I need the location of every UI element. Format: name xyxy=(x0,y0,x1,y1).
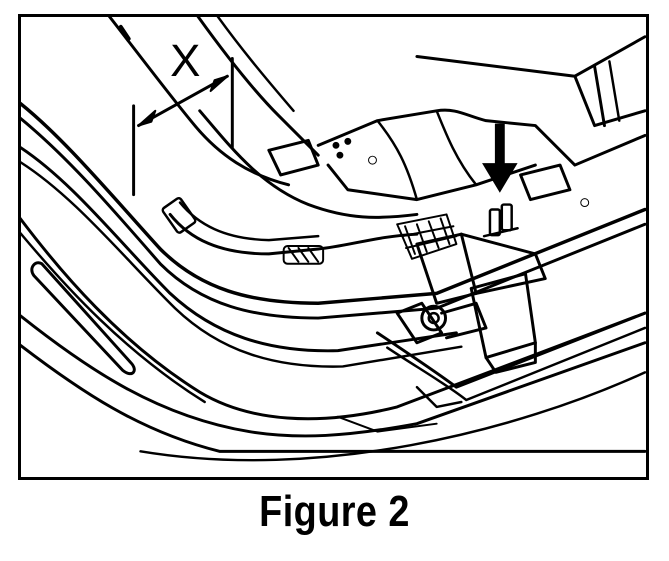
sunroof-corner-drawing: X xyxy=(21,17,646,462)
mount-hole xyxy=(336,151,344,159)
outer-panel-edge xyxy=(21,343,646,453)
roof-bracket-3 xyxy=(376,119,419,201)
lower-rail xyxy=(375,311,646,389)
roof-rib-3 xyxy=(593,64,606,128)
lower-rail-2 xyxy=(386,326,646,402)
glass-edge xyxy=(107,17,291,187)
panel-crease-2 xyxy=(336,415,438,433)
mount-hole xyxy=(580,198,590,208)
hinge-arm xyxy=(459,232,547,295)
cable-end-cap xyxy=(161,196,197,234)
roof-bracket xyxy=(316,108,646,167)
glass-edge-3 xyxy=(216,17,295,113)
dimension-tick-top xyxy=(118,24,131,41)
frame-rail-mid xyxy=(21,116,646,320)
frame-rail-inner-2 xyxy=(21,161,463,368)
lower-rail-3 xyxy=(415,385,463,409)
drive-cable-tube xyxy=(168,212,419,256)
hinge-link xyxy=(395,301,444,345)
hinge-link-2 xyxy=(440,301,488,340)
panel-slot xyxy=(30,261,136,376)
mount-hole xyxy=(368,155,377,165)
panel-crease xyxy=(139,371,646,462)
panel-lip-inner xyxy=(21,231,206,404)
technical-illustration: X xyxy=(18,14,649,480)
hinge-bolt xyxy=(420,304,448,332)
arrow-down-icon xyxy=(482,123,518,193)
mount-hole xyxy=(344,137,352,145)
guide-pin xyxy=(482,203,519,238)
dimension-arrowhead-left xyxy=(137,109,157,127)
roof-rib-4 xyxy=(608,60,621,122)
frame-rail-inner xyxy=(21,146,458,353)
drive-cable-tube-2 xyxy=(178,201,320,242)
panel-lip xyxy=(21,217,646,421)
hinge-plate-2 xyxy=(484,341,537,374)
dimension-label-x: X xyxy=(170,35,200,86)
roof-bracket-4 xyxy=(435,109,478,187)
figure-caption: Figure 2 xyxy=(259,487,410,536)
outer-panel-edge-2 xyxy=(21,314,646,438)
roof-rib xyxy=(573,35,646,78)
bracket-tab-2 xyxy=(519,163,572,202)
frame-rail-outer xyxy=(21,101,646,305)
bracket-tab xyxy=(267,138,320,177)
glass-edge-2 xyxy=(196,17,320,157)
drive-cable xyxy=(198,109,419,219)
dimension-arrowhead-right xyxy=(209,75,229,93)
mount-hole xyxy=(332,141,340,149)
